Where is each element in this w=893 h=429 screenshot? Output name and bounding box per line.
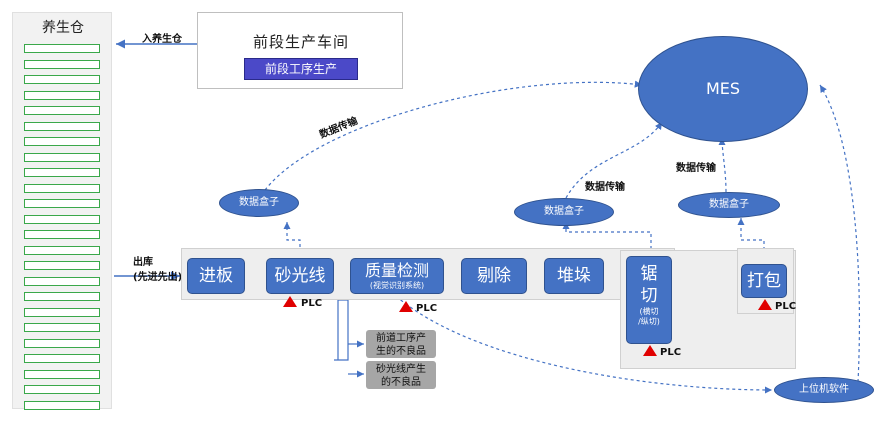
warehouse-slot — [24, 168, 100, 177]
warehouse-slot — [24, 137, 100, 146]
reject-prev-process: 前道工序产生的不良品 — [366, 330, 436, 358]
warehouse-slot — [24, 183, 100, 193]
warehouse-slot — [24, 199, 100, 208]
warehouse-slot — [24, 292, 100, 301]
warehouse-title: 养生仓 — [42, 20, 84, 36]
mes-node[interactable]: MES — [638, 36, 808, 142]
station-stack[interactable]: 堆垛 — [544, 258, 604, 294]
pre-workshop-title: 前段生产车间 — [252, 33, 349, 51]
pre-process-button[interactable]: 前段工序生产 — [244, 58, 358, 80]
reject-sanding: 砂光线产生的不良品 — [366, 361, 436, 389]
warehouse-slot — [24, 354, 100, 363]
data-box-1[interactable]: 数据盒子 — [219, 189, 299, 217]
plc-label-inspection: PLC — [416, 303, 438, 314]
host-software-node[interactable]: 上位机软件 — [774, 377, 874, 403]
warehouse-slot — [24, 307, 100, 317]
pre-workshop-box: 前段生产车间 前段工序生产 — [197, 12, 403, 89]
warehouse-slot — [24, 106, 100, 115]
station-sanding[interactable]: 砂光线 — [266, 258, 334, 294]
station-feed[interactable]: 进板 — [187, 258, 245, 294]
warehouse-slot — [24, 323, 100, 332]
warehouse-slot — [24, 90, 100, 100]
warehouse-slot — [24, 152, 100, 162]
warehouse-slot — [24, 44, 100, 53]
warehouse-slot — [24, 400, 100, 410]
transfer-label-3: 数据传输 — [676, 163, 716, 174]
plc-label-pack: PLC — [775, 301, 797, 312]
transfer-label-2: 数据传输 — [585, 182, 625, 193]
warehouse-slot — [24, 245, 100, 255]
plc-label-saw: PLC — [660, 347, 682, 358]
warehouse-slot — [24, 121, 100, 131]
data-box-3[interactable]: 数据盒子 — [678, 192, 780, 218]
plc-label-sanding: PLC — [301, 298, 323, 309]
station-inspection[interactable]: 质量检测 (视觉识别系统) — [350, 258, 444, 294]
warehouse-slot — [24, 59, 100, 69]
warehouse-slot — [24, 385, 100, 394]
plc-warning-icon — [758, 299, 772, 310]
reject-bracket — [334, 294, 349, 361]
data-box-2[interactable]: 数据盒子 — [514, 198, 614, 226]
to-warehouse-label: 入养生仓 — [142, 34, 182, 45]
out-warehouse-label: 出库 (先进先出) — [133, 257, 183, 283]
warehouse-slot — [24, 75, 100, 84]
warehouse-slot — [24, 214, 100, 224]
station-pack[interactable]: 打包 — [741, 264, 787, 298]
plc-warning-icon — [399, 301, 413, 312]
plc-warning-icon — [643, 345, 657, 356]
warehouse-slot — [24, 338, 100, 348]
station-saw[interactable]: 锯 切 (横切 /纵切) — [626, 256, 672, 344]
warehouse-slot — [24, 230, 100, 239]
warehouse-slot — [24, 261, 100, 270]
warehouse-slot — [24, 369, 100, 379]
plc-warning-icon — [283, 296, 297, 307]
warehouse-panel: 养生仓 — [12, 12, 112, 410]
station-reject[interactable]: 剔除 — [461, 258, 527, 294]
warehouse-slot — [24, 276, 100, 286]
